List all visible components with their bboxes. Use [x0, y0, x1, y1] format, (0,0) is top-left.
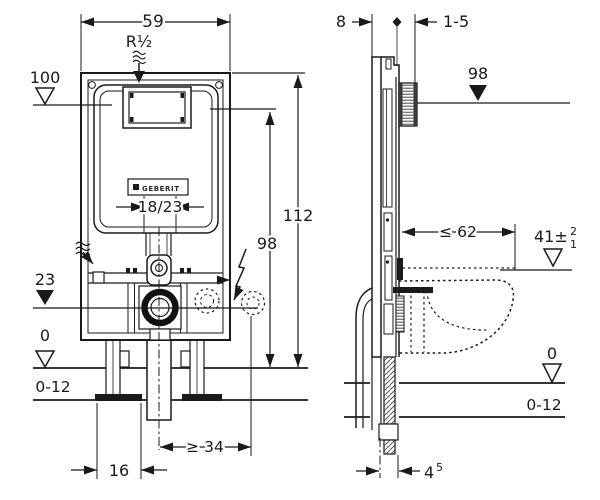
lightning-bolt-icon: [233, 248, 247, 301]
dim-frame-height-112: 112: [232, 72, 316, 367]
svg-text:0: 0: [547, 344, 557, 363]
electrical-connection: [217, 248, 247, 301]
svg-text:≤ 62: ≤ 62: [439, 223, 477, 241]
svg-text:1: 1: [570, 238, 577, 251]
svg-text:0: 0: [40, 326, 50, 345]
svg-text:59: 59: [142, 12, 164, 32]
dim-foot-plate-16: 16: [71, 403, 167, 482]
corner-screw-right: [215, 81, 223, 89]
brand-logo-icon: [133, 184, 139, 190]
dim-bowl-depth-62: ≤ 62: [402, 221, 516, 270]
anchor-bolt: [126, 268, 130, 273]
dim-flush-pipe-18-23: 18/23: [116, 196, 204, 233]
dim-bowl-height-41: 41± 2 1: [500, 223, 579, 271]
actuator-box-side: [398, 82, 418, 127]
open-triangle-icon: [34, 350, 56, 369]
anchor-bolt: [187, 268, 191, 273]
svg-text:112: 112: [283, 206, 314, 225]
svg-text:23: 23: [35, 270, 55, 289]
level-marker-0-side: 0: [541, 342, 563, 384]
frame-legs: [95, 332, 222, 401]
open-triangle-icon: [541, 363, 563, 384]
front-view: GEBERIT: [27, 10, 316, 483]
anchor-bolt: [180, 268, 184, 273]
anchor-bolt: [133, 268, 137, 273]
open-triangle-icon: [542, 248, 564, 268]
svg-text:8: 8: [336, 12, 346, 31]
level-floor-range-side: 0-12: [526, 396, 561, 414]
side-floor-lines: [344, 382, 565, 418]
svg-text:R½: R½: [126, 32, 153, 51]
foot-plate-left: [95, 394, 142, 401]
brand-logo-text: GEBERIT: [142, 185, 180, 193]
svg-text:18/23: 18/23: [138, 198, 183, 216]
drain-pipe-side: [355, 287, 373, 428]
brand-logo: GEBERIT: [127, 178, 189, 196]
svg-text:98: 98: [468, 64, 488, 83]
level-marker-23: 23: [33, 268, 57, 305]
mounting-bracket: [393, 258, 433, 333]
dim-actuator-height-98: 98: [210, 108, 279, 367]
dim-wall-lining-1-5: 1-5: [392, 10, 471, 84]
svg-text:98: 98: [257, 234, 277, 253]
water-supply-top: R½: [123, 30, 155, 83]
svg-text:≥ 34: ≥ 34: [186, 438, 224, 456]
svg-text:4: 4: [424, 463, 434, 482]
level-marker-100: 100: [27, 66, 112, 106]
svg-text:41±: 41±: [534, 227, 568, 246]
filled-triangle-icon: [36, 290, 54, 305]
level-floor-range-front: 0-12: [35, 378, 70, 396]
frame-internals-side: [382, 88, 394, 335]
open-triangle-icon: [34, 87, 56, 106]
down-arrow-icon: [133, 71, 145, 83]
water-wave-icon: [132, 50, 146, 65]
drain-bend: [33, 285, 258, 341]
toilet-bowl-outline: [397, 267, 515, 354]
dim-drain-offset-34: ≥ 34: [160, 316, 252, 458]
svg-text:1-5: 1-5: [443, 12, 469, 31]
foot-plate-right: [182, 394, 222, 401]
side-view: 8 1-5 98 ≤ 62 41± 2 1: [334, 10, 580, 485]
level-marker-98-side: 98: [417, 62, 570, 104]
svg-text:100: 100: [30, 68, 61, 87]
svg-text:16: 16: [109, 461, 129, 480]
supply-arrow-icon: [81, 251, 94, 265]
filled-triangle-icon: [469, 85, 487, 101]
level-marker-0-front: 0: [34, 324, 56, 369]
corner-screw-left: [88, 81, 96, 89]
svg-text:2: 2: [570, 225, 577, 238]
diamond-icon: [392, 17, 402, 27]
dim-width-59: 59: [80, 10, 231, 71]
dim-pipe-offset-45: 4 5: [356, 438, 445, 484]
alt-outlet-positions: [194, 288, 266, 316]
svg-text:5: 5: [436, 461, 443, 474]
water-supply-connection: [75, 241, 105, 284]
actuator-opening: [122, 86, 192, 129]
dim-frame-depth-8: 8: [334, 10, 373, 75]
frame-leg-side: [371, 356, 399, 455]
